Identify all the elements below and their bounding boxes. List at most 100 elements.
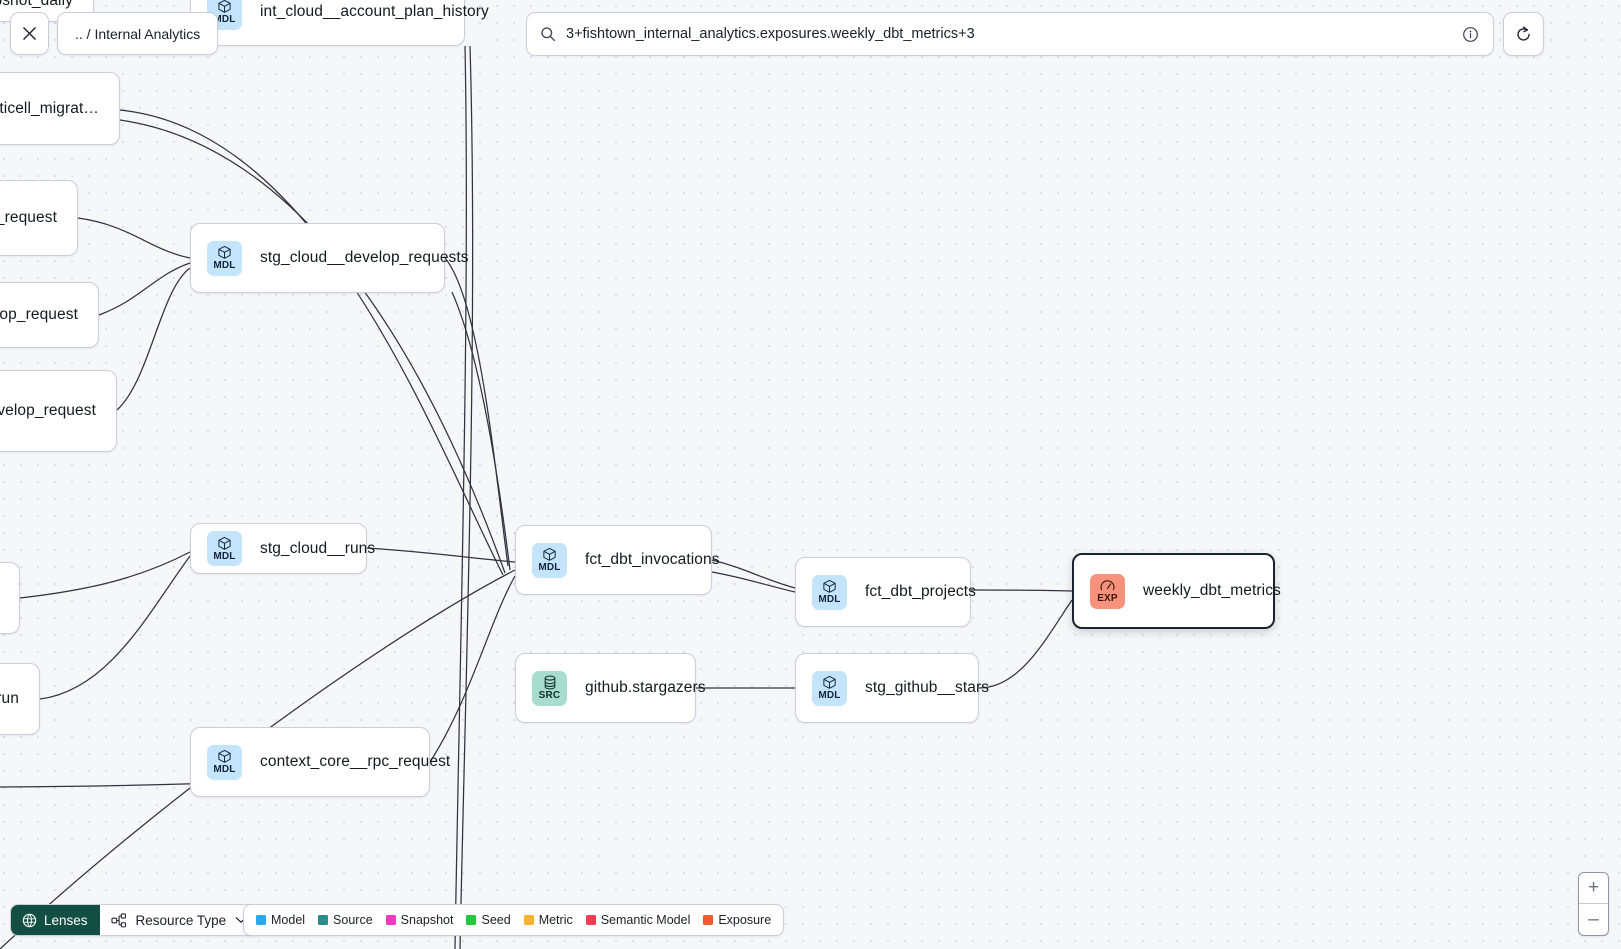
resource-type-badge-mdl: MDL [532, 542, 567, 578]
graph-node-clipped[interactable]: .run [0, 663, 40, 735]
legend-item[interactable]: Semantic Model [585, 913, 691, 927]
resource-type-badge-text: MDL [818, 690, 841, 701]
cube-icon [218, 536, 231, 550]
lineage-search-bar[interactable] [526, 12, 1494, 56]
graph-node-clipped[interactable]: velop_request [0, 282, 99, 348]
graph-node[interactable]: MDL fct_dbt_invocations [515, 525, 720, 595]
resource-type-badge-text: EXP [1097, 592, 1118, 604]
lineage-edge [116, 267, 191, 411]
cube-icon [823, 675, 836, 689]
zoom-out-button[interactable]: – [1579, 904, 1608, 935]
legend-swatch [318, 915, 329, 925]
zoom-out-label: – [1588, 908, 1599, 930]
graph-node[interactable]: MDL stg_cloud__develop_requests [190, 223, 469, 293]
legend-label: Semantic Model [600, 913, 691, 927]
legend-swatch [585, 915, 596, 925]
graph-node-label: .run [0, 690, 19, 707]
legend-item[interactable]: Exposure [703, 913, 771, 927]
graph-node[interactable]: SRC github.stargazers [515, 653, 706, 723]
search-input[interactable] [566, 26, 1452, 42]
legend-swatch [256, 915, 266, 925]
lineage-edge [444, 257, 509, 567]
legend-item[interactable]: Metric [523, 913, 573, 927]
legend-item[interactable]: Seed [466, 913, 511, 927]
graph-node-label: weekly_dbt_metrics [1143, 582, 1281, 599]
graph-node[interactable]: MDL stg_cloud__runs [190, 523, 375, 574]
legend-item[interactable]: Source [318, 913, 373, 927]
lenses-toolbar: Lenses Resource Type [10, 904, 260, 936]
legend-swatch [523, 915, 534, 925]
breadcrumb[interactable]: .. / Internal Analytics [57, 12, 219, 55]
cube-icon [218, 245, 231, 259]
lineage-edge [459, 45, 474, 949]
graph-node-label: stg_github__stars [865, 679, 990, 696]
zoom-in-button[interactable]: + [1579, 873, 1608, 904]
graph-node-selected[interactable]: EXP weekly_dbt_metrics [1072, 553, 1281, 629]
graph-node-clipped[interactable]: _develop_request [0, 370, 117, 452]
resource-type-badge-text: MDL [818, 594, 841, 605]
resource-type-badge-mdl: MDL [207, 240, 242, 276]
graph-node-clipped[interactable]: op_request [0, 180, 78, 256]
resource-type-badge-exp: EXP [1090, 573, 1125, 609]
refresh-button[interactable] [1503, 12, 1544, 56]
resource-type-dropdown[interactable]: Resource Type [100, 905, 259, 935]
zoom-in-label: + [1587, 877, 1600, 898]
graph-node-label: _develop_request [0, 402, 96, 419]
lineage-edge [429, 575, 516, 763]
breadcrumb-label: .. / Internal Analytics [75, 25, 201, 42]
lineage-edge [711, 571, 796, 593]
lineage-edge [970, 589, 1073, 592]
resource-type-badge-mdl: MDL [812, 574, 847, 610]
resource-type-badge-text: MDL [213, 550, 236, 562]
graph-node-clipped[interactable]: multicell_migrat… [0, 72, 120, 145]
legend-item[interactable]: Model [256, 913, 305, 927]
graph-node[interactable]: MDL stg_github__stars [795, 653, 989, 723]
refresh-icon [1517, 26, 1530, 41]
lineage-edge [119, 109, 504, 576]
hierarchy-icon [110, 912, 126, 927]
resource-type-badge-mdl: MDL [207, 744, 242, 780]
resource-type-label: Resource Type [135, 912, 227, 928]
graph-node-label: fct_dbt_invocations [585, 551, 720, 568]
legend-label: Exposure [718, 913, 772, 927]
cube-icon [543, 547, 556, 561]
close-icon [22, 26, 37, 41]
graph-node-label: stg_cloud__runs [260, 539, 376, 557]
graph-node-label: op_request [0, 209, 57, 226]
graph-node-label: int_cloud__account_plan_history [260, 3, 489, 20]
resource-type-badge-text: MDL [213, 260, 236, 271]
lineage-edge [454, 45, 467, 949]
legend-label: Metric [538, 913, 573, 927]
graph-node-label: snapshot_daily [0, 0, 73, 9]
legend-item[interactable]: Snapshot [385, 913, 454, 927]
legend-swatch [703, 915, 714, 925]
lens-aperture-icon [22, 913, 37, 927]
lineage-edge [77, 217, 191, 259]
graph-node-label: stg_cloud__develop_requests [260, 249, 469, 266]
close-button[interactable] [10, 12, 49, 55]
resource-type-legend: Model Source Snapshot Seed Metric Semantic Mo… [243, 904, 785, 936]
lineage-edge [978, 599, 1073, 689]
lineage-edge [39, 555, 191, 700]
graph-node[interactable]: MDL int_cloud__account_plan_history [190, 0, 489, 46]
legend-swatch [385, 915, 396, 925]
graph-node-label: github.stargazers [585, 679, 706, 696]
resource-type-badge-text: MDL [213, 14, 236, 25]
lenses-button[interactable]: Lenses [11, 905, 100, 935]
lenses-label: Lenses [44, 912, 88, 928]
resource-type-badge-src: SRC [532, 670, 567, 706]
graph-node-clipped[interactable]: n [0, 562, 20, 634]
lineage-edge [451, 291, 511, 571]
lineage-edge [19, 551, 191, 599]
cube-icon [218, 0, 231, 13]
legend-label: Snapshot [400, 913, 454, 927]
info-circle-icon[interactable] [1462, 26, 1479, 43]
lineage-edge [366, 547, 516, 563]
lineage-edge [119, 119, 506, 574]
gauge-icon [1100, 579, 1115, 590]
resource-type-badge-text: MDL [213, 764, 236, 775]
